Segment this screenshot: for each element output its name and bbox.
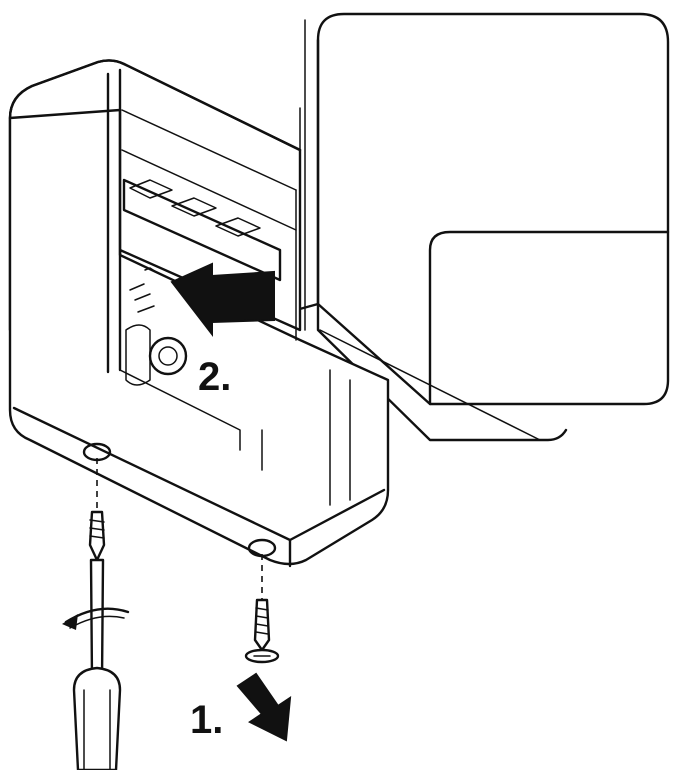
rotate-arrow-icon <box>62 607 130 630</box>
wall-mounted-device <box>294 12 670 442</box>
screw-right <box>244 598 280 664</box>
terminal-block <box>122 178 282 386</box>
step2-push-arrow <box>170 262 275 337</box>
screw-left <box>88 510 106 562</box>
screwdriver-icon <box>72 558 122 770</box>
step-1-label: 1. <box>190 698 224 742</box>
step1-pull-arrow <box>236 672 292 742</box>
step-2-label: 2. <box>198 355 232 399</box>
